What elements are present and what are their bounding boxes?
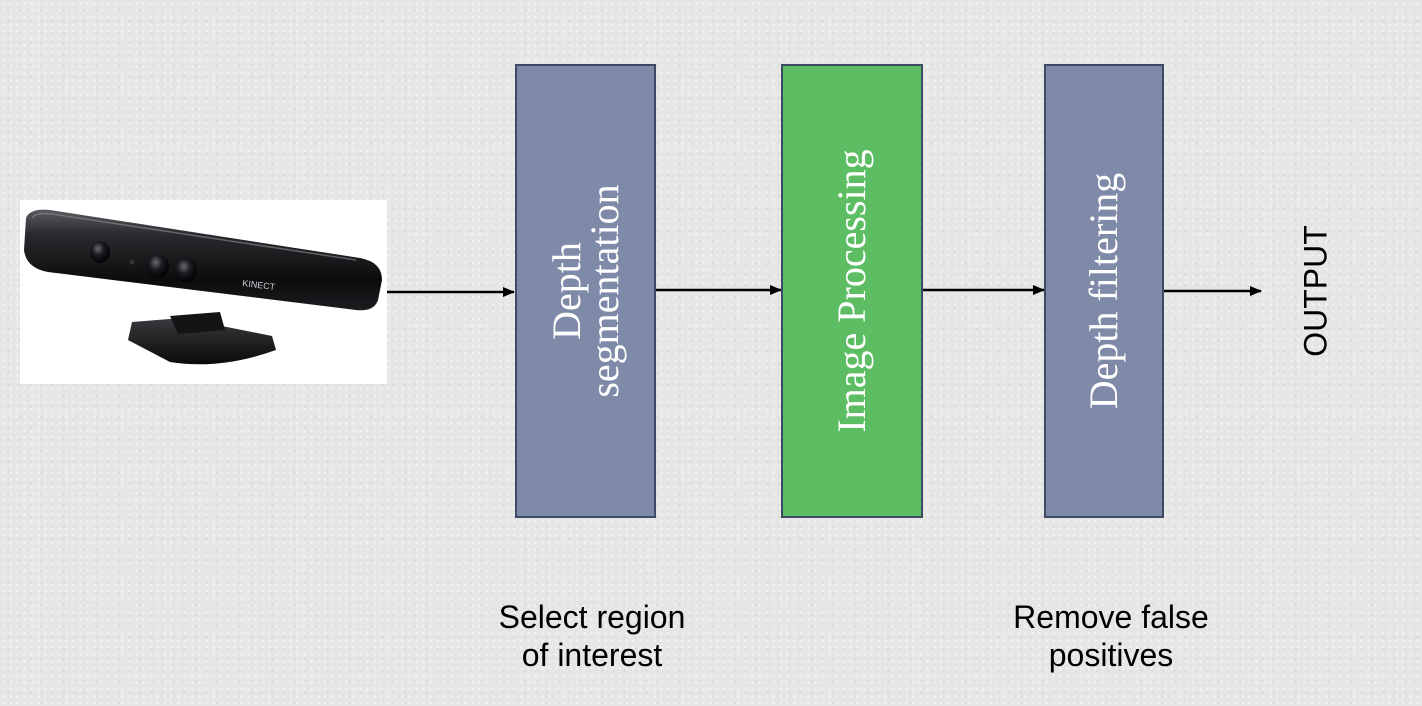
- kinect-logo-text: KINECT: [242, 278, 276, 292]
- image-processing-label: Image Processing: [829, 149, 874, 433]
- caption-select-region: Select region of interest: [498, 599, 686, 673]
- kinect-sensor-image: KINECT: [20, 200, 387, 384]
- caption-remove-false-positives: Remove false positives: [1013, 599, 1209, 673]
- depth-filtering-block: Depth filtering: [1044, 64, 1164, 518]
- depth-segmentation-label: Depth segmentation: [543, 184, 627, 398]
- image-processing-block: Image Processing: [781, 64, 923, 518]
- kinect-device-illustration: KINECT: [24, 209, 382, 365]
- depth-filtering-label: Depth filtering: [1081, 172, 1126, 410]
- depth-segmentation-block: Depth segmentation: [515, 64, 656, 518]
- output-label: OUTPUT: [1297, 225, 1334, 357]
